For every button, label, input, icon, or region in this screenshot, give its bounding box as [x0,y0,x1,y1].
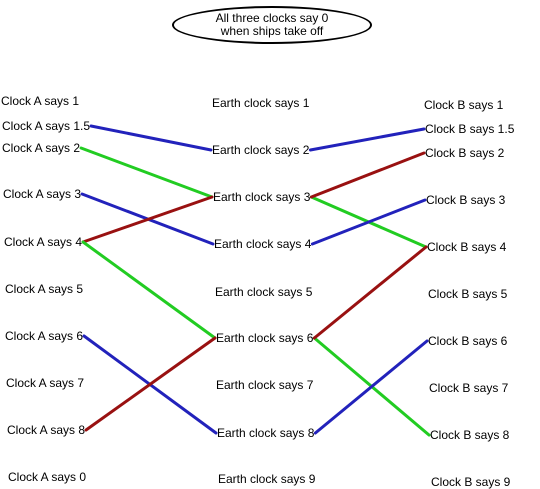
earth-clock-label: Earth clock says 4 [214,237,312,251]
red-connection-line [312,245,428,340]
clock-b-label: Clock B says 1 [424,98,504,112]
clock-b-label: Clock B says 8 [430,428,510,442]
clock-a-label: Clock A says 4 [4,235,83,249]
clock-b-label: Clock B says 5 [428,287,508,301]
clock-a-label: Clock A says 1 [1,94,80,108]
clock-a-label: Clock A says 1.5 [2,119,91,133]
blue-connection-line [89,124,213,152]
clock-a-label: Clock A says 8 [7,423,86,437]
clock-b-label: Clock B says 7 [429,381,509,395]
earth-clock-label: Earth clock says 5 [215,285,313,299]
earth-clock-label: Earth clock says 9 [218,472,316,486]
earth-clock-label: Earth clock says 2 [212,143,310,157]
note-line-2: when ships take off [220,24,324,38]
clock-a-label: Clock A says 3 [3,187,82,201]
red-connection-line [309,151,426,199]
red-connection-line [81,195,214,244]
earth-clock-label: Earth clock says 6 [216,331,314,345]
earth-clock-label: Earth clock says 1 [212,96,310,110]
clock-b-label: Clock B says 1.5 [425,122,515,136]
blue-connection-line [308,127,426,152]
green-connection-line [79,146,214,199]
green-connection-line [81,240,217,340]
earth-clock-label: Earth clock says 3 [213,190,311,204]
clock-b-label: Clock B says 3 [426,193,506,207]
clock-b-label: Clock B says 9 [431,475,511,489]
note-line-1: All three clocks say 0 [215,11,329,25]
clock-a-label: Clock A says 0 [8,470,87,484]
clock-b-label: Clock B says 4 [427,240,507,254]
earth-clock-label: Earth clock says 7 [216,378,314,392]
clock-a-label: Clock A says 2 [2,141,81,155]
blue-connection-line [310,198,427,246]
clock-a-label: Clock A says 7 [6,376,85,390]
clock-a-label: Clock A says 5 [5,282,84,296]
clock-b-label: Clock B says 6 [428,334,508,348]
earth-clock-label: Earth clock says 8 [217,426,315,440]
blue-connection-line [313,339,429,435]
note-bubble: All three clocks say 0 when ships take o… [172,6,372,44]
clock-a-label: Clock A says 6 [5,329,84,343]
clock-b-label: Clock B says 2 [425,146,505,160]
red-connection-line [84,336,217,432]
